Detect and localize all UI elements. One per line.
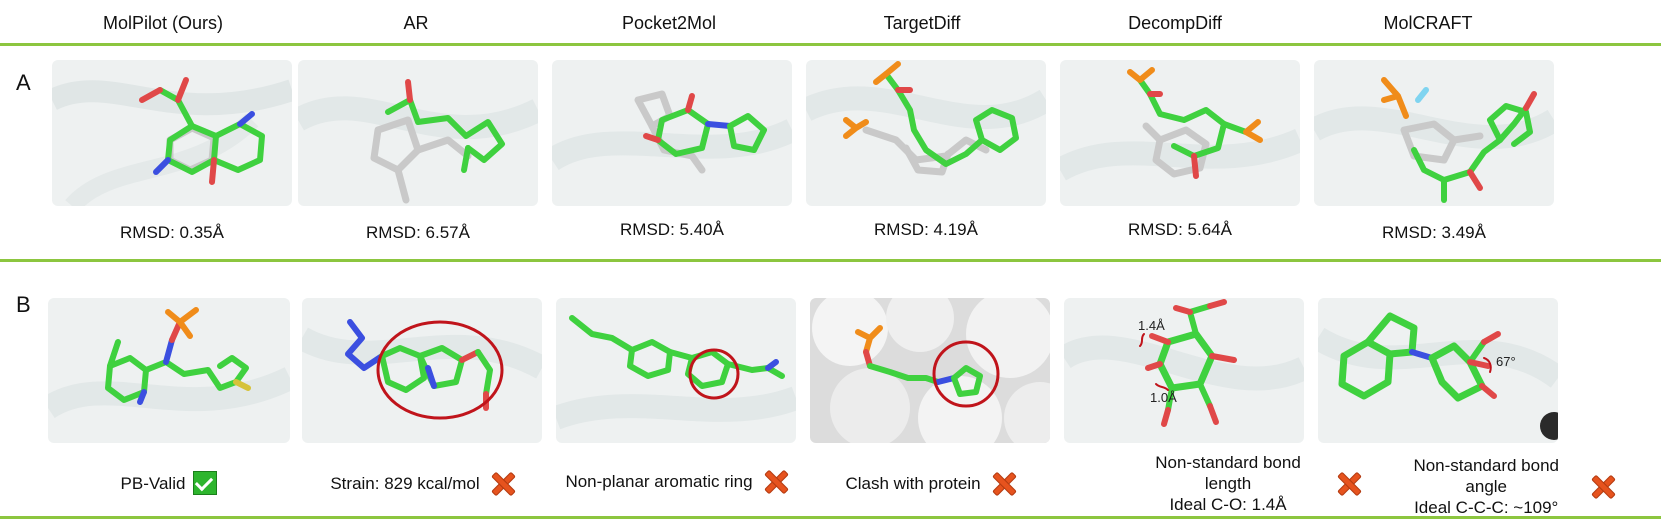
check-icon — [193, 471, 218, 495]
cross-icon — [1590, 474, 1614, 498]
bond-length-label-top: 1.4Å — [1138, 318, 1165, 333]
cross-icon — [763, 469, 787, 493]
bond-angle-label: 67° — [1496, 354, 1516, 369]
cross-icon — [490, 471, 514, 495]
row-label-b: B — [16, 292, 31, 317]
validity-text: Non-standard bond angle — [1413, 455, 1559, 496]
molecule-panel-a-targetdiff — [806, 60, 1046, 206]
validity-text: PB-Valid — [120, 473, 186, 493]
column-header-decompdiff: DecompDiff — [1128, 13, 1222, 33]
validity-caption-decompdiff: Non-standard bond length Ideal C-O: 1.4Å — [1130, 453, 1360, 514]
validity-caption-molcraft: Non-standard bond angle Ideal C-C-C: ~10… — [1392, 456, 1614, 517]
validity-ideal-text: Ideal C-C-C: ~109° — [1414, 497, 1559, 517]
rmsd-caption-pocket2mol: RMSD: 5.40Å — [620, 220, 724, 239]
molecule-panel-a-molcraft — [1314, 60, 1554, 206]
validity-caption-molpilot: PB-Valid — [48, 470, 290, 496]
rmsd-caption-molcraft: RMSD: 3.49Å — [1382, 223, 1486, 242]
validity-text: Non-standard bond length — [1155, 452, 1301, 493]
rmsd-caption-molpilot: RMSD: 0.35Å — [120, 223, 224, 242]
molecule-panel-a-molpilot — [52, 60, 292, 206]
molecule-panel-b-decompdiff: 1.4Å 1.0Å — [1064, 298, 1304, 443]
rmsd-caption-targetdiff: RMSD: 4.19Å — [874, 220, 978, 239]
cross-icon — [991, 471, 1015, 495]
molecule-panel-a-ar — [298, 60, 538, 206]
column-header-molpilot: MolPilot (Ours) — [102, 13, 223, 33]
bond-length-label-bottom: 1.0Å — [1150, 390, 1177, 405]
molecule-panel-a-decompdiff — [1060, 60, 1300, 206]
validity-text: Strain: 829 kcal/mol — [330, 473, 480, 493]
column-header-pocket2mol: Pocket2Mol — [621, 13, 717, 33]
validity-text: Non-planar aromatic ring — [565, 471, 753, 491]
validity-text: Clash with protein — [845, 473, 981, 493]
molecule-panel-b-targetdiff — [810, 298, 1050, 443]
column-header-ar: AR — [403, 13, 429, 33]
row-label-a: A — [16, 70, 31, 95]
molecule-panel-a-pocket2mol — [552, 60, 792, 206]
validity-caption-pocket2mol: Non-planar aromatic ring — [556, 468, 796, 494]
divider-middle — [0, 259, 1661, 262]
molecule-panel-b-molcraft: 67° — [1318, 298, 1558, 443]
molecule-panel-b-pocket2mol — [556, 298, 796, 443]
divider-top — [0, 43, 1661, 46]
cross-icon — [1336, 471, 1360, 495]
validity-caption-targetdiff: Clash with protein — [810, 470, 1050, 496]
divider-bottom — [0, 516, 1661, 519]
rmsd-caption-decompdiff: RMSD: 5.64Å — [1128, 220, 1232, 239]
validity-ideal-text: Ideal C-O: 1.4Å — [1169, 494, 1287, 514]
molecule-panel-b-molpilot — [48, 298, 290, 443]
column-header-molcraft: MolCRAFT — [1383, 13, 1473, 33]
molecule-panel-b-ar — [302, 298, 542, 443]
validity-caption-ar: Strain: 829 kcal/mol — [302, 470, 542, 496]
rmsd-caption-ar: RMSD: 6.57Å — [366, 223, 470, 242]
column-header-targetdiff: TargetDiff — [883, 13, 961, 33]
